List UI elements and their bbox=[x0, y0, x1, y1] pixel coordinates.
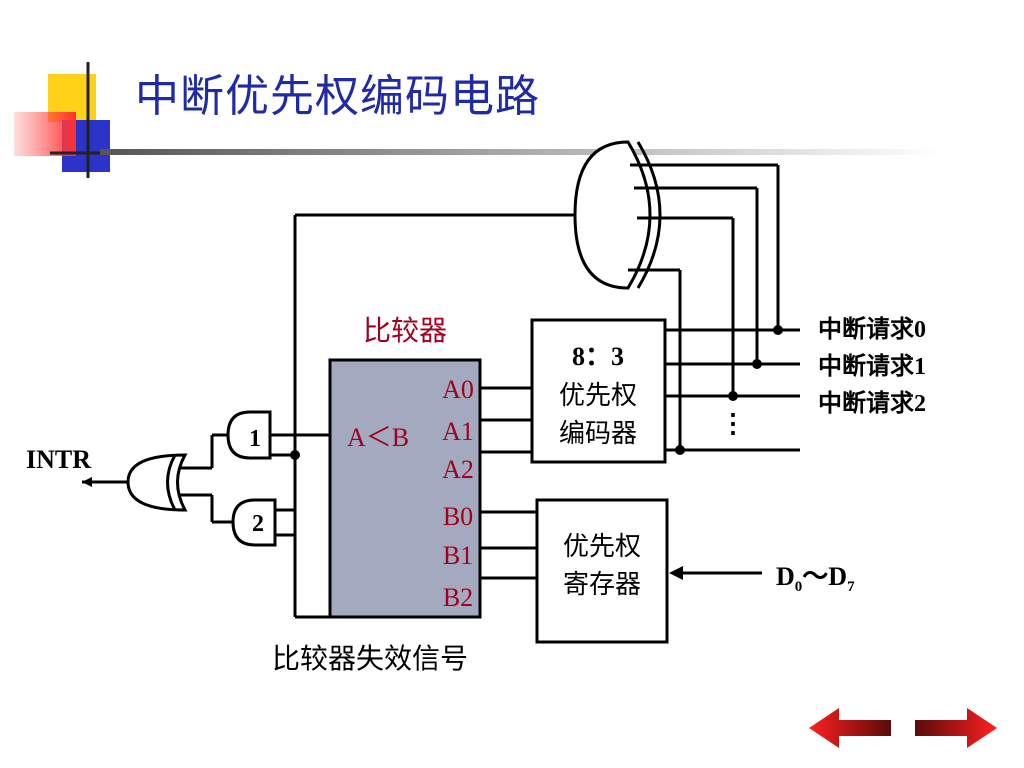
page-title: 中断优先权编码电路 bbox=[135, 71, 540, 122]
encoder-box bbox=[530, 318, 667, 464]
interrupt-request-0: 中断请求0 bbox=[818, 315, 926, 343]
slide-navigation bbox=[809, 708, 997, 748]
comparator-input-b1: B1 bbox=[443, 541, 473, 570]
right-arrow-icon[interactable] bbox=[915, 708, 997, 748]
interrupt-request-2: 中断请求2 bbox=[818, 389, 926, 417]
comparator-input-a1: A1 bbox=[442, 417, 474, 446]
comparator-title: 比较器 bbox=[363, 315, 447, 347]
intr-label: INTR bbox=[26, 445, 91, 474]
request-ellipsis: ⋮ bbox=[720, 409, 746, 438]
encoder-label-line1: 8：3 bbox=[572, 342, 624, 371]
left-arrow-icon[interactable] bbox=[809, 708, 891, 748]
encoder-label-line2: 优先权 bbox=[559, 381, 637, 410]
register-box bbox=[535, 498, 669, 644]
register-label-line1: 优先权 bbox=[563, 532, 641, 561]
comparator-input-b2: B2 bbox=[443, 583, 473, 612]
data-bus-label: D0～D7 bbox=[776, 562, 855, 595]
comparator-invalid-signal-label: 比较器失效信号 bbox=[272, 643, 468, 675]
and-gate-1 bbox=[226, 410, 272, 460]
and-gate-1-label: 1 bbox=[249, 426, 261, 452]
title-underline bbox=[100, 149, 940, 155]
register-label-line2: 寄存器 bbox=[563, 570, 641, 599]
and-gate-2 bbox=[231, 498, 277, 547]
encoder-label-line3: 编码器 bbox=[559, 419, 637, 448]
comparator-input-a2: A2 bbox=[442, 455, 474, 484]
slide-logo-icon bbox=[14, 62, 128, 178]
top-or-gate bbox=[573, 140, 652, 290]
comparator-box bbox=[328, 358, 482, 619]
comparator-relation: A＜B bbox=[347, 423, 409, 452]
comparator-input-a0: A0 bbox=[442, 375, 474, 404]
and-gate-2-label: 2 bbox=[252, 511, 264, 537]
comparator-input-b0: B0 bbox=[443, 502, 473, 531]
interrupt-request-1: 中断请求1 bbox=[818, 352, 926, 380]
